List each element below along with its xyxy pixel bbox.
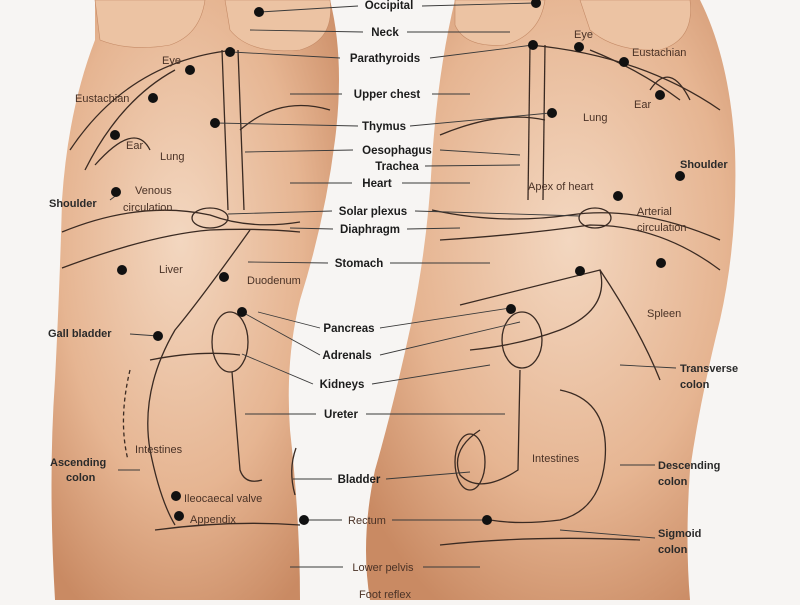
reflex-point bbox=[547, 108, 557, 118]
label-rectum: Rectum bbox=[348, 515, 386, 527]
left-small-toe bbox=[94, 0, 206, 48]
label-stomach: Stomach bbox=[335, 258, 384, 270]
label-right-transverse-2: colon bbox=[680, 379, 710, 391]
label-bladder: Bladder bbox=[338, 474, 381, 486]
reflex-points bbox=[110, 0, 685, 525]
label-left-ascending-2: colon bbox=[66, 472, 96, 484]
label-left-venous-2: circulation bbox=[123, 202, 173, 214]
label-right-intestines: Intestines bbox=[532, 453, 580, 465]
label-foot-reflex: Foot reflex bbox=[359, 589, 411, 600]
label-right-descending-1: Descending bbox=[658, 460, 720, 472]
label-left-ascending-1: Ascending bbox=[50, 457, 106, 469]
reflex-point bbox=[254, 7, 264, 17]
label-right-spleen: Spleen bbox=[647, 308, 681, 320]
label-left-eye: Eye bbox=[162, 55, 181, 67]
reflex-point bbox=[110, 130, 120, 140]
label-oesophagus: Oesophagus bbox=[362, 145, 432, 157]
reflex-point bbox=[656, 258, 666, 268]
label-left-lung: Lung bbox=[160, 151, 184, 163]
label-left-shoulder: Shoulder bbox=[49, 198, 97, 210]
right-big-toe bbox=[454, 0, 546, 46]
side-leader-lines bbox=[109, 193, 677, 539]
reflex-point bbox=[117, 265, 127, 275]
reflex-point bbox=[237, 307, 247, 317]
label-right-sigmoid-2: colon bbox=[658, 544, 688, 556]
label-ureter: Ureter bbox=[324, 409, 358, 421]
reflex-point bbox=[148, 93, 158, 103]
label-left-intestines: Intestines bbox=[135, 444, 183, 456]
label-right-descending-2: colon bbox=[658, 476, 688, 488]
label-diaphragm: Diaphragm bbox=[340, 224, 400, 236]
center-leader-lines bbox=[215, 2, 581, 568]
reflex-point bbox=[575, 266, 585, 276]
label-thymus: Thymus bbox=[362, 121, 406, 133]
left-foot-labels: Eye Eustachian Ear Lung Shoulder Venous … bbox=[48, 55, 301, 526]
right-foot-labels: Eye Eustachian Ear Lung Shoulder Apex of… bbox=[528, 29, 738, 556]
label-left-ear: Ear bbox=[126, 140, 143, 152]
right-foot-sole bbox=[366, 0, 736, 600]
reflex-point bbox=[225, 47, 235, 57]
label-left-venous-1: Venous bbox=[135, 185, 172, 197]
reflex-point bbox=[613, 191, 623, 201]
reflex-point bbox=[171, 491, 181, 501]
label-left-duodenum: Duodenum bbox=[247, 275, 301, 287]
label-left-eustachian: Eustachian bbox=[75, 93, 129, 105]
label-right-apex: Apex of heart bbox=[528, 181, 593, 193]
label-adrenals: Adrenals bbox=[322, 350, 371, 362]
label-heart: Heart bbox=[362, 178, 392, 190]
label-pancreas: Pancreas bbox=[323, 323, 374, 335]
right-small-toe bbox=[579, 0, 691, 51]
reflex-point bbox=[210, 118, 220, 128]
left-foot bbox=[51, 0, 339, 600]
label-left-gall-bladder: Gall bladder bbox=[48, 328, 112, 340]
label-occipital: Occipital bbox=[365, 0, 414, 12]
left-foot-sole bbox=[51, 0, 339, 600]
reflex-point bbox=[528, 40, 538, 50]
right-zone-lines bbox=[431, 44, 721, 546]
label-neck: Neck bbox=[371, 27, 399, 39]
label-right-lung: Lung bbox=[583, 112, 607, 124]
label-right-shoulder: Shoulder bbox=[680, 159, 728, 171]
reflex-point bbox=[174, 511, 184, 521]
label-parathyroids: Parathyroids bbox=[350, 53, 420, 65]
label-upper-chest: Upper chest bbox=[354, 89, 421, 101]
left-big-toe bbox=[224, 0, 331, 52]
label-left-liver: Liver bbox=[159, 264, 183, 276]
reflex-point bbox=[574, 42, 584, 52]
reflex-point bbox=[655, 90, 665, 100]
reflex-point bbox=[299, 515, 309, 525]
label-right-eye: Eye bbox=[574, 29, 593, 41]
reflex-point bbox=[482, 515, 492, 525]
reflex-point bbox=[153, 331, 163, 341]
label-trachea: Trachea bbox=[375, 161, 419, 173]
center-labels: Occipital Neck Parathyroids Upper chest … bbox=[320, 0, 432, 601]
label-right-arterial-2: circulation bbox=[637, 222, 687, 234]
label-right-ear: Ear bbox=[634, 99, 651, 111]
label-solar-plexus: Solar plexus bbox=[339, 206, 407, 218]
label-left-ileocaecal: Ileocaecal valve bbox=[184, 493, 262, 505]
reflex-point bbox=[619, 57, 629, 67]
label-lower-pelvis: Lower pelvis bbox=[352, 562, 414, 574]
reflex-point bbox=[675, 171, 685, 181]
label-left-appendix: Appendix bbox=[190, 514, 236, 526]
label-right-transverse-1: Transverse bbox=[680, 363, 738, 375]
label-right-sigmoid-1: Sigmoid bbox=[658, 528, 701, 540]
label-right-arterial-1: Arterial bbox=[637, 206, 672, 218]
reflex-point bbox=[531, 0, 541, 8]
left-zone-lines bbox=[61, 49, 331, 531]
reflex-point bbox=[506, 304, 516, 314]
label-right-eustachian: Eustachian bbox=[632, 47, 686, 59]
reflex-point bbox=[219, 272, 229, 282]
reflex-point bbox=[185, 65, 195, 75]
reflex-point bbox=[111, 187, 121, 197]
label-kidneys: Kidneys bbox=[320, 379, 365, 391]
right-foot bbox=[366, 0, 736, 600]
